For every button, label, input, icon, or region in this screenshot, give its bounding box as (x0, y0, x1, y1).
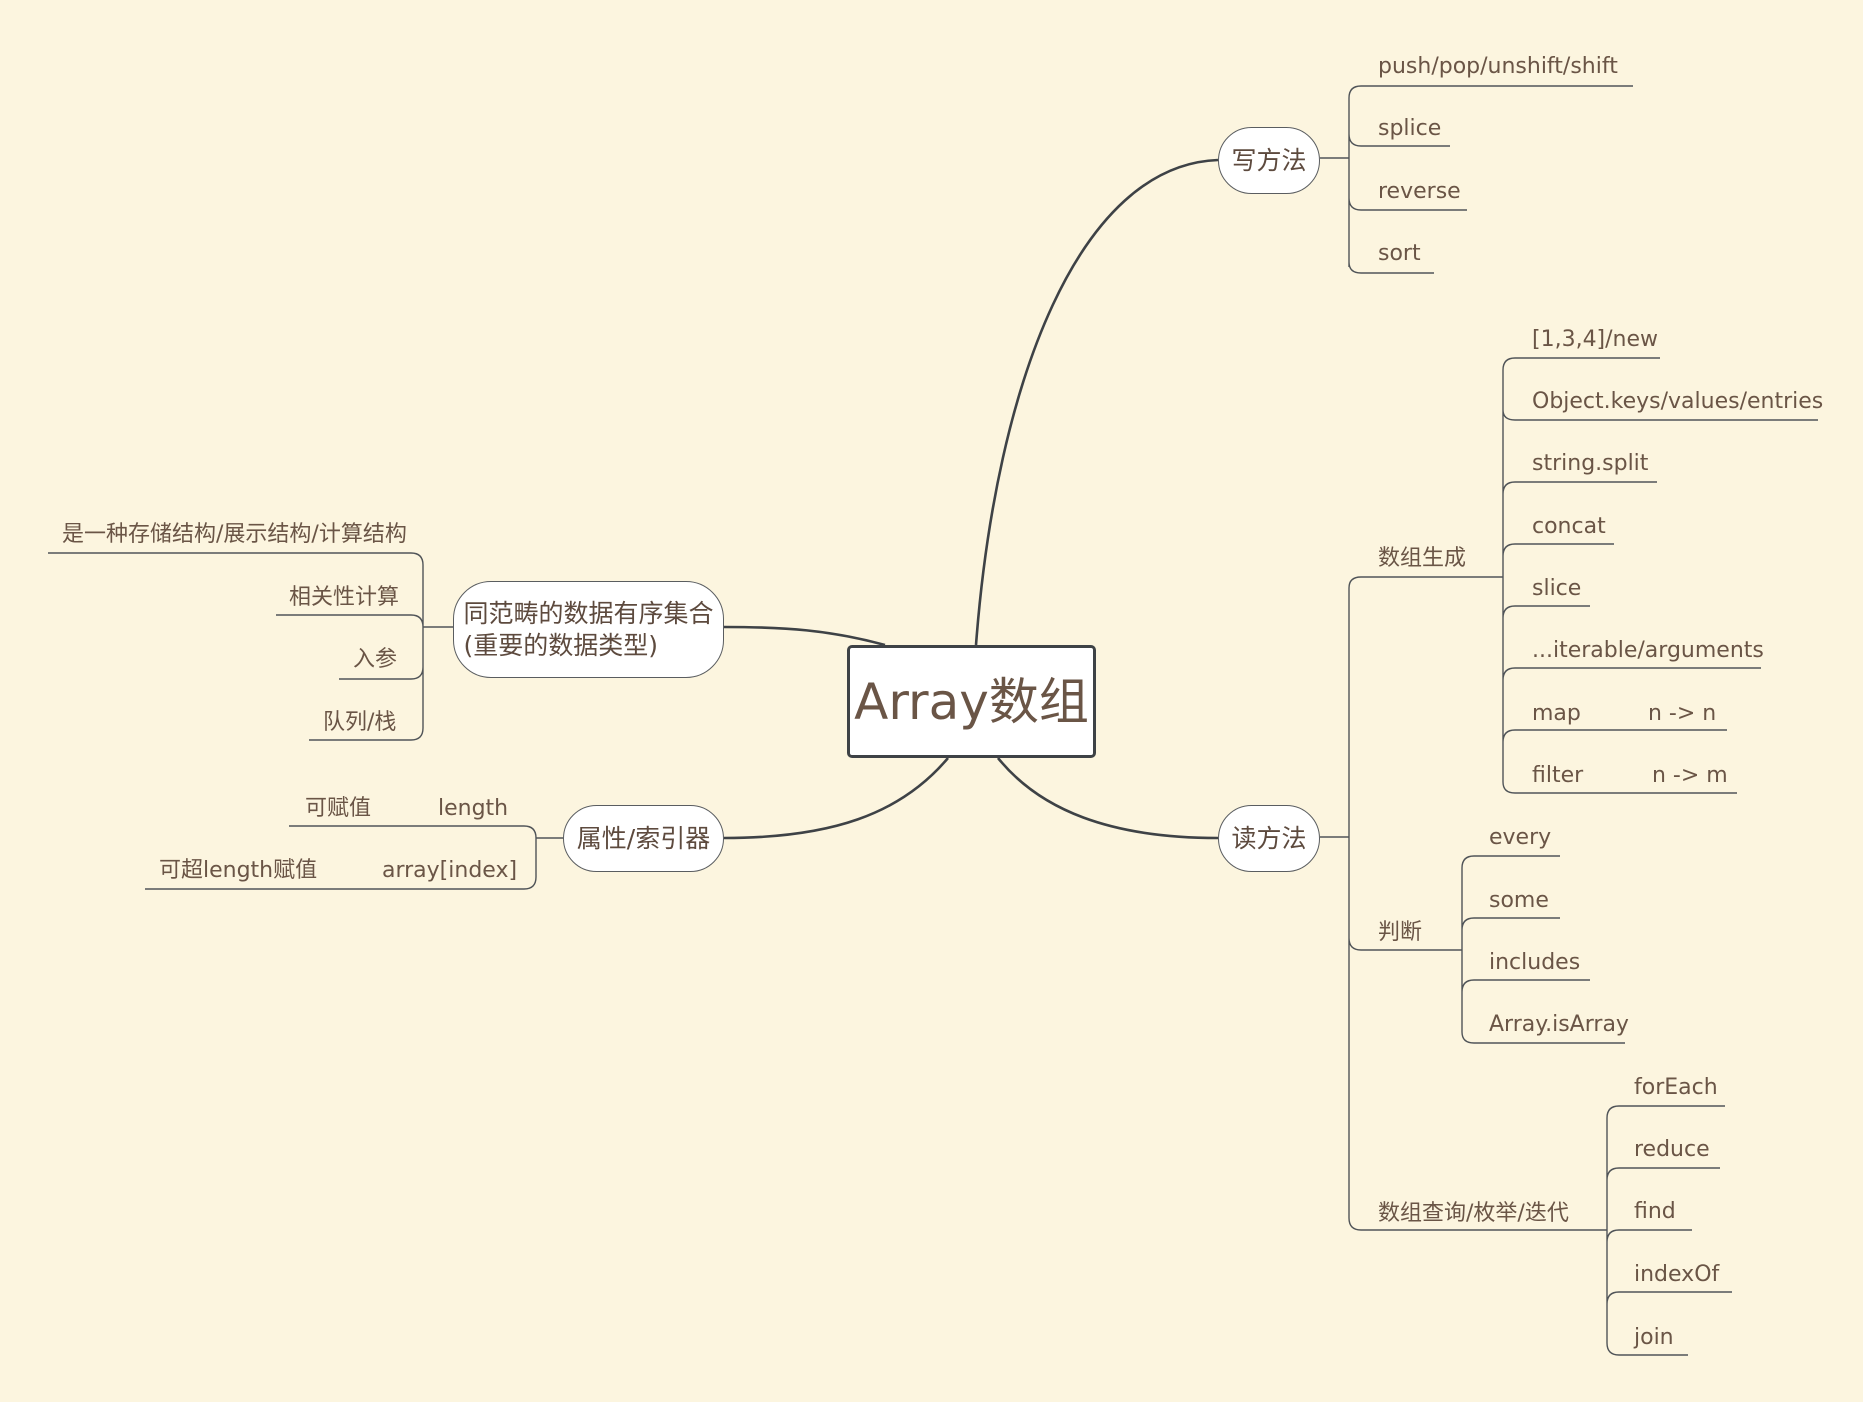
write-item-splice[interactable]: splice (1378, 116, 1442, 141)
concept-item-queue-stack[interactable]: 队列/栈 (323, 710, 397, 735)
generate-item-object-keys[interactable]: Object.keys/values/entries (1532, 389, 1824, 414)
generate-item-string-split[interactable]: string.split (1532, 451, 1649, 476)
write-item-reverse[interactable]: reverse (1378, 179, 1461, 204)
generate-note-filter: n -> m (1652, 763, 1728, 788)
props-item-index[interactable]: array[index] (382, 858, 518, 883)
judge-item-every[interactable]: every (1489, 825, 1552, 850)
judge-item-includes[interactable]: includes (1489, 950, 1581, 975)
read-generate-label[interactable]: 数组生成 (1378, 546, 1467, 571)
edges-concept (48, 552, 453, 741)
generate-item-filter[interactable]: filter (1532, 763, 1584, 788)
write-methods-label: 写方法 (1231, 145, 1307, 175)
properties-label: 属性/索引器 (576, 823, 711, 853)
generate-item-literal[interactable]: [1,3,4]/new (1532, 327, 1659, 352)
edges-query (1576, 1105, 1732, 1356)
node-write-methods[interactable]: 写方法 (1218, 127, 1320, 194)
edges-generate (1471, 357, 1818, 794)
query-item-foreach[interactable]: forEach (1634, 1075, 1718, 1100)
edge-root-concept (723, 625, 886, 647)
edges-read (1320, 576, 1576, 1231)
concept-label: 同范畴的数据有序集合 (重要的数据类型) (463, 598, 713, 662)
query-item-reduce[interactable]: reduce (1634, 1137, 1710, 1162)
node-properties[interactable]: 属性/索引器 (563, 805, 724, 872)
read-query-label[interactable]: 数组查询/枚举/迭代 (1378, 1201, 1569, 1226)
query-item-join[interactable]: join (1634, 1325, 1674, 1350)
write-item-sort[interactable]: sort (1378, 241, 1421, 266)
concept-item-structure[interactable]: 是一种存储结构/展示结构/计算结构 (62, 522, 407, 547)
props-note-index: 可超length赋值 (159, 858, 318, 883)
edges-write (1320, 85, 1633, 274)
root-node[interactable]: Array数组 (847, 645, 1096, 758)
read-methods-label: 读方法 (1231, 823, 1307, 853)
judge-item-isarray[interactable]: Array.isArray (1489, 1012, 1629, 1037)
edge-root-read (996, 757, 1219, 840)
generate-note-map: n -> n (1648, 701, 1717, 726)
edge-root-props (723, 757, 949, 840)
write-item-push-pop[interactable]: push/pop/unshift/shift (1378, 54, 1618, 79)
concept-line-1: 同范畴的数据有序集合 (463, 598, 714, 628)
judge-item-some[interactable]: some (1489, 888, 1549, 913)
query-item-find[interactable]: find (1634, 1199, 1676, 1224)
read-judge-label[interactable]: 判断 (1378, 920, 1423, 945)
generate-item-slice[interactable]: slice (1532, 576, 1582, 601)
edges-props (145, 825, 563, 890)
generate-item-iterable[interactable]: ...iterable/arguments (1532, 638, 1764, 663)
concept-line-2: (重要的数据类型) (463, 630, 658, 660)
node-read-methods[interactable]: 读方法 (1218, 805, 1320, 872)
concept-item-correlation[interactable]: 相关性计算 (289, 585, 400, 610)
edges-judge (1432, 855, 1625, 1044)
edge-root-write (974, 158, 1219, 646)
query-item-indexof[interactable]: indexOf (1634, 1262, 1720, 1287)
generate-item-map[interactable]: map (1532, 701, 1581, 726)
props-note-length: 可赋值 (305, 796, 372, 821)
props-item-length[interactable]: length (438, 796, 509, 821)
root-label: Array数组 (854, 672, 1089, 731)
generate-item-concat[interactable]: concat (1532, 514, 1606, 539)
concept-item-params[interactable]: 入参 (353, 647, 398, 672)
node-concept[interactable]: 同范畴的数据有序集合 (重要的数据类型) (453, 581, 724, 678)
